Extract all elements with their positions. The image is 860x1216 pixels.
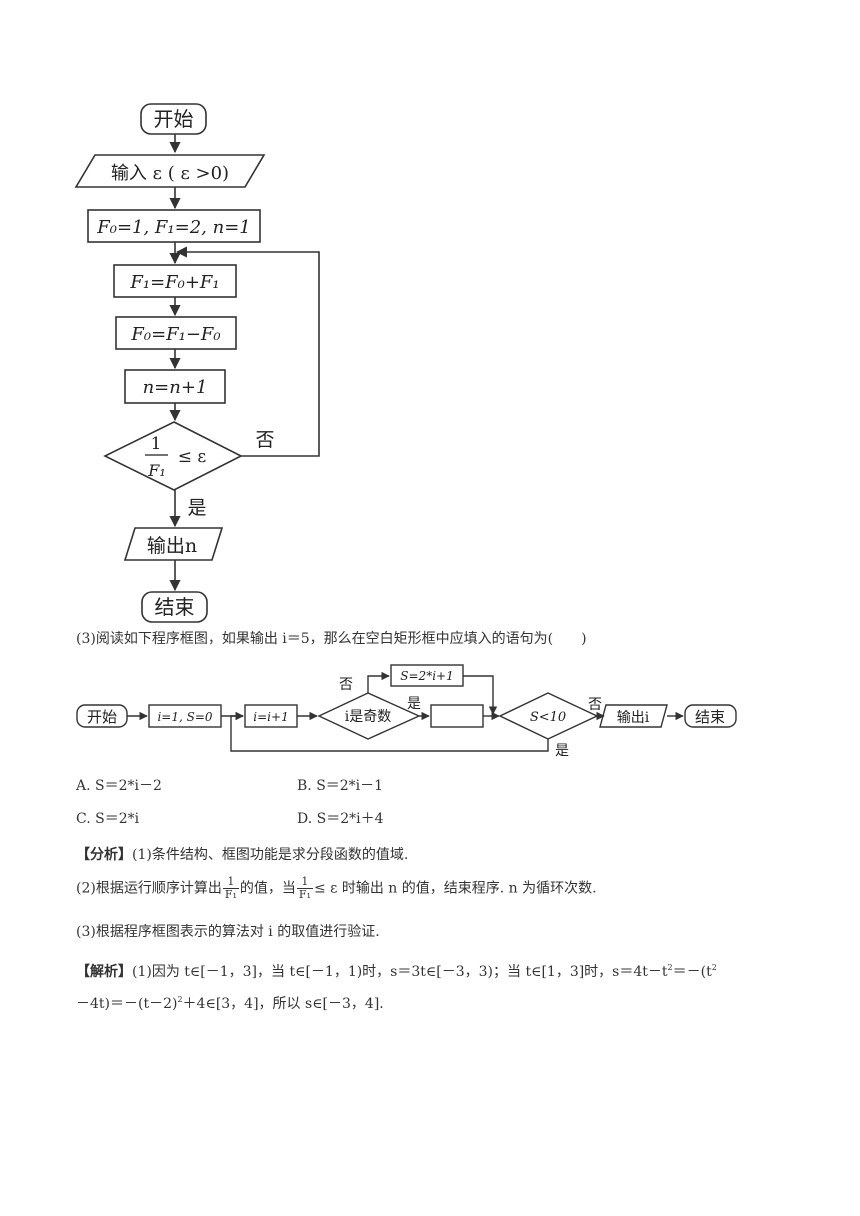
flowchart-2: 开始 i=1, S=0 i=i+1 i是奇数 否 是 S=2*i+1 S<10 … [76, 664, 737, 759]
fc2-end-terminal [684, 704, 737, 728]
analysis-p2-b: 的值，当 [239, 880, 296, 897]
fc2-blank-box [430, 704, 484, 728]
analysis-p2-a: (2)根据运行顺序计算出 [76, 880, 222, 897]
analysis-label: 【分析】 [76, 847, 132, 863]
solution-sup-2: 2 [711, 963, 717, 972]
fc2-no1-label: 否 [339, 677, 353, 693]
solution-label: 【解析】 [76, 964, 132, 980]
step1-label: F₁=F₀+F₁ [129, 272, 219, 293]
init-box [87, 209, 261, 243]
input-parallelogram [74, 154, 266, 188]
analysis-p1-text: (1)条件结构、框图功能是求分段函数的值域. [132, 847, 409, 863]
flowchart-1: 开始 输入 ε ( ε >0) F₀=1, F₁=2, n=1 F₁=F₀+F₁… [74, 103, 320, 623]
fc2-output-label: 输出i [617, 710, 650, 726]
fc2-odd-box-out-line [463, 675, 498, 715]
analysis-p3: (3)根据程序框图表示的算法对 i 的取值进行验证. [76, 924, 380, 940]
fc2-s-label: S<10 [530, 710, 566, 725]
yes-label: 是 [187, 497, 206, 519]
decision-numerator: 1 [151, 434, 162, 454]
start-label: 开始 [154, 107, 194, 131]
no-loop-line [175, 246, 320, 457]
solution-line-1-b: ＝－(t [672, 964, 712, 980]
solution-line-1-a: (1)因为 t∈[－1，3]，当 t∈[－1，1)时，s＝3t∈[－3，3)；当… [132, 964, 668, 980]
option-a: A. S＝2*i－2 [76, 778, 162, 794]
end-terminal [141, 591, 208, 623]
output-parallelogram [123, 527, 224, 561]
option-d: D. S＝2*i＋4 [297, 811, 384, 827]
fc2-yes2-label: 是 [555, 743, 569, 759]
init-label: F₀=1, F₁=2, n=1 [96, 217, 251, 238]
input-label: 输入 ε ( ε >0) [111, 163, 229, 184]
end-label: 结束 [155, 595, 195, 619]
solution-line-1: 【解析】(1)因为 t∈[－1，3]，当 t∈[－1，1)时，s＝3t∈[－3，… [76, 958, 717, 982]
decision-denominator: F₁ [147, 461, 166, 480]
step3-label: n=n+1 [143, 377, 208, 398]
solution-line-2-a: －4t)＝－(t－2) [76, 996, 178, 1012]
option-b: B. S＝2*i－1 [297, 778, 384, 794]
step2-label: F₀=F₁−F₀ [130, 324, 220, 345]
output-label: 输出n [147, 535, 197, 557]
solution-sup-1: 2 [667, 963, 673, 972]
fc2-init-label: i=1, S=0 [157, 710, 212, 724]
solution-line-2-b: ＋4∈[3，4]，所以 s∈[－3，4]. [182, 996, 384, 1012]
decision-diamond [103, 421, 243, 491]
step2-box [115, 316, 237, 350]
analysis-p1: 【分析】(1)条件结构、框图功能是求分段函数的值域. [76, 845, 408, 865]
fc2-odd-box-label: S=2*i+1 [400, 669, 453, 683]
fc2-start-label: 开始 [87, 708, 117, 726]
fc2-end-label: 结束 [695, 708, 725, 726]
option-c: C. S＝2*i [76, 811, 140, 827]
analysis-p2-c: ≤ ε 时输出 n 的值，结束程序. n 为循环次数. [313, 880, 597, 897]
fc2-odd-label: i是奇数 [345, 708, 391, 725]
solution-sup-3: 2 [177, 995, 183, 1004]
solution-line-2: －4t)＝－(t－2)2＋4∈[3，4]，所以 s∈[－3，4]. [76, 990, 384, 1014]
no-label: 否 [255, 429, 274, 451]
fc2-output-parallelogram [599, 704, 668, 728]
start-terminal [140, 103, 207, 135]
fc2-yes1-label: 是 [407, 696, 421, 712]
decision-relation: ≤ ε [178, 447, 207, 467]
fc2-loop-line [230, 711, 549, 752]
fc2-no-branch-line [367, 671, 390, 693]
fc2-step-label: i=i+1 [253, 710, 288, 724]
fc2-odd-diamond [317, 692, 421, 740]
question-3-text: (3)阅读如下程序框图，如果输出 i＝5，那么在空白矩形框中应填入的语句为( ) [76, 631, 587, 647]
fc2-no2-label: 否 [588, 697, 602, 713]
